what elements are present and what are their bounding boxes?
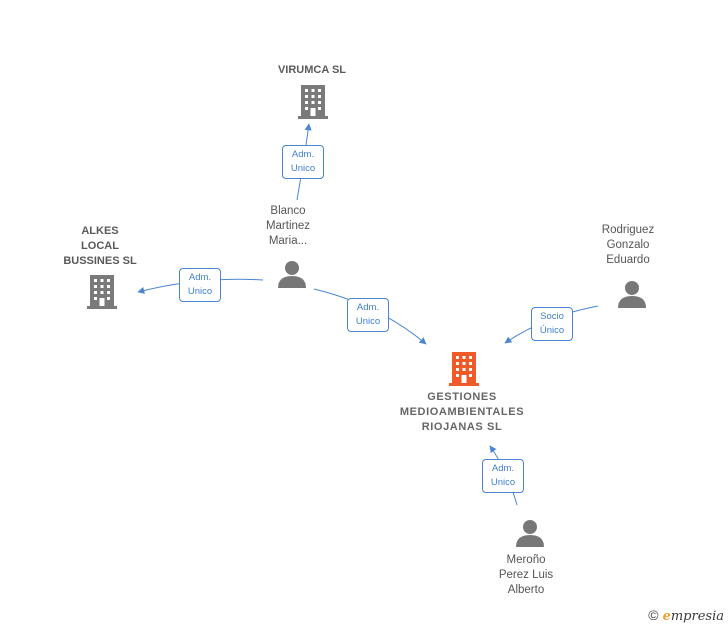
- node-label-merono[interactable]: Meroño Perez Luis Alberto: [498, 554, 554, 596]
- edge-label-merono-gestiones: Adm. Unico: [482, 459, 524, 493]
- node-label-rodriguez[interactable]: Rodriguez Gonzalo Eduardo: [601, 224, 655, 266]
- person-icon[interactable]: [617, 279, 647, 309]
- edge-label-blanco-alkes: Adm. Unico: [179, 268, 221, 302]
- building-icon[interactable]: [87, 274, 119, 310]
- copyright-notice: ©empresia: [648, 607, 724, 624]
- person-icon[interactable]: [515, 518, 545, 548]
- node-label-alkes[interactable]: ALKES LOCAL BUSSINES SL: [63, 225, 137, 267]
- empresia-logo: empresia: [662, 609, 724, 624]
- edge-label-rodriguez-gestiones: Socio Único: [531, 307, 573, 341]
- building-icon[interactable]: [449, 351, 481, 387]
- copyright-symbol: ©: [648, 607, 659, 623]
- person-icon[interactable]: [277, 259, 307, 289]
- node-label-blanco[interactable]: Blanco Martinez Maria...: [265, 205, 311, 247]
- edge-label-blanco-virumca: Adm. Unico: [282, 145, 324, 179]
- node-label-virumca[interactable]: VIRUMCA SL: [277, 64, 347, 76]
- edge-label-blanco-gestiones: Adm. Unico: [347, 298, 389, 332]
- building-icon[interactable]: [298, 84, 330, 120]
- node-label-gestiones[interactable]: GESTIONES MEDIOAMBIENTALES RIOJANAS SL: [399, 391, 525, 433]
